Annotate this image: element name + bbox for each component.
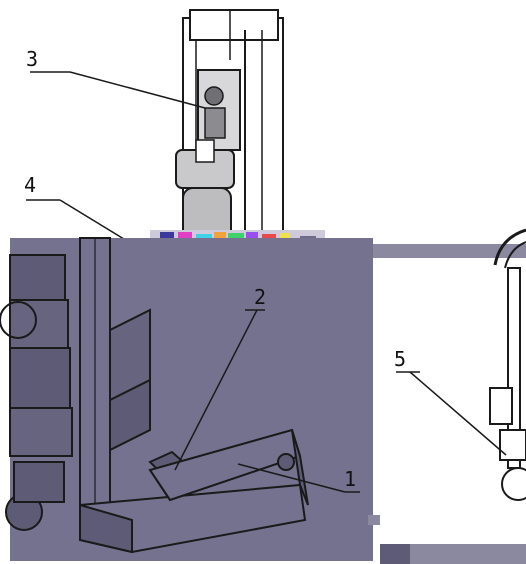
steer-wheel xyxy=(501,467,526,501)
lower-left-panel xyxy=(0,237,526,561)
column-top-bracket xyxy=(189,9,279,41)
upper-column-assembly xyxy=(175,9,284,244)
callout-1: 1 xyxy=(237,463,360,493)
pallet-truck-handle xyxy=(380,228,526,564)
callout-label-1: 1 xyxy=(344,467,356,491)
callout-2: 2 xyxy=(174,285,266,471)
rail-wheel xyxy=(277,453,295,471)
callout-label-5: 5 xyxy=(394,347,406,371)
callout-5: 5 xyxy=(394,347,507,456)
callout-label-4: 4 xyxy=(24,173,36,197)
callout-4: 4 xyxy=(24,173,133,245)
callout-label-3: 3 xyxy=(26,47,38,71)
callout-3: 3 xyxy=(26,47,206,109)
callout-label-2: 2 xyxy=(254,285,266,309)
